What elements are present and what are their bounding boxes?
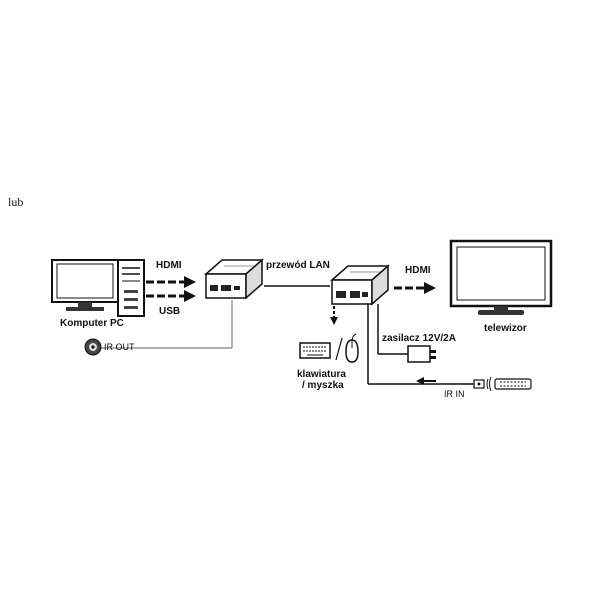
tv-icon [449, 239, 553, 315]
ir-receiver-icon [473, 379, 485, 389]
hdmi-input-arrow [146, 276, 196, 288]
hdmi-output-arrow [394, 282, 436, 294]
keyboard-icon [299, 342, 331, 359]
hdmi-input-label: HDMI [156, 260, 182, 271]
hdmi-output-label: HDMI [405, 265, 431, 276]
transmitter-icon [204, 258, 264, 300]
usb-label: USB [159, 306, 180, 317]
ir-out-label: IR OUT [104, 342, 135, 352]
usb-arrow [146, 290, 196, 302]
mouse-icon [345, 333, 359, 363]
tv-label: telewizor [484, 323, 527, 334]
power-adapter-icon [407, 345, 436, 363]
intro-word: lub [8, 195, 23, 209]
keyboard-label-line2: / myszka [302, 380, 344, 391]
ir-in-arrow [416, 377, 436, 385]
pc-tower-icon [117, 259, 145, 317]
computer-monitor-icon [51, 259, 119, 311]
computer-label: Komputer PC [60, 318, 124, 329]
separator-slash [335, 337, 343, 361]
remote-control-icon [486, 376, 532, 392]
ir-in-label: IR IN [444, 389, 465, 399]
keyboard-mouse-arrow [330, 306, 338, 325]
power-label: zasilacz 12V/2A [382, 333, 456, 344]
keyboard-label-line1: klawiatura [297, 369, 346, 380]
ir-emitter-icon [84, 338, 102, 356]
lan-cable-label: przewód LAN [266, 260, 330, 271]
receiver-icon [330, 264, 390, 306]
